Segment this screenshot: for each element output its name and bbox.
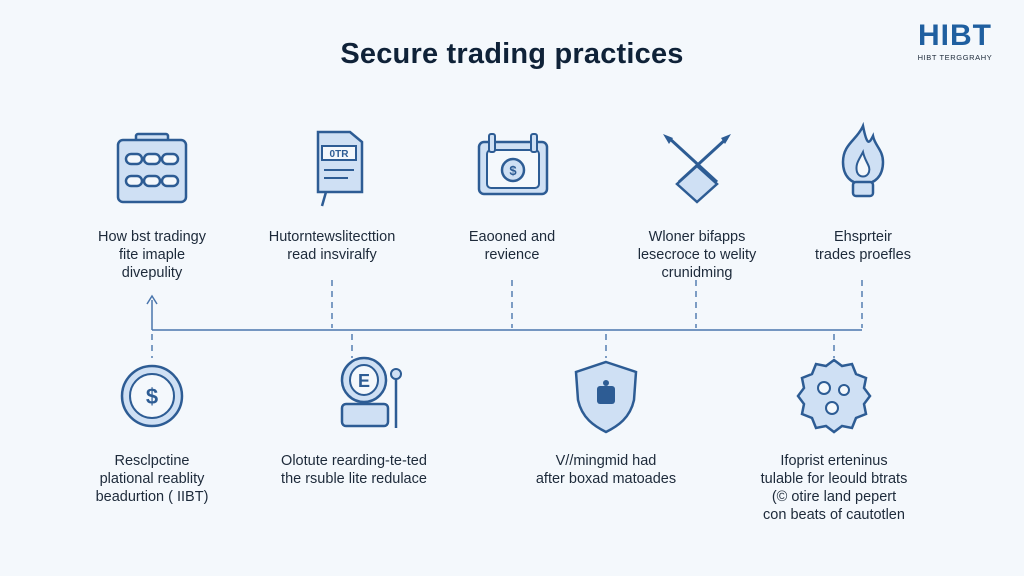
dollar-coin-icon: $	[112, 356, 192, 436]
crossed-tools-icon	[657, 128, 737, 208]
logo-tagline: HIBT TERGGRAHY	[917, 53, 993, 62]
flame-icon	[823, 122, 903, 202]
document-stand-icon: 0TR	[300, 128, 380, 208]
person-desk-icon: E	[334, 354, 414, 434]
page-title: Secure trading practices	[340, 38, 684, 70]
gear-badge-icon	[794, 356, 874, 436]
svg-text:$: $	[509, 163, 517, 178]
logo-wordmark: HIBT	[918, 19, 992, 52]
shield-icon	[566, 356, 646, 436]
calendar-coin-icon: $	[473, 128, 553, 208]
svg-text:E: E	[358, 371, 370, 391]
timeline-arrow-head	[146, 294, 158, 305]
brand-logo: HIBT HIBT TERGGRAHY	[900, 19, 1010, 63]
svg-text:$: $	[146, 384, 158, 409]
chain-board-icon	[112, 132, 192, 212]
svg-text:0TR: 0TR	[330, 149, 350, 160]
